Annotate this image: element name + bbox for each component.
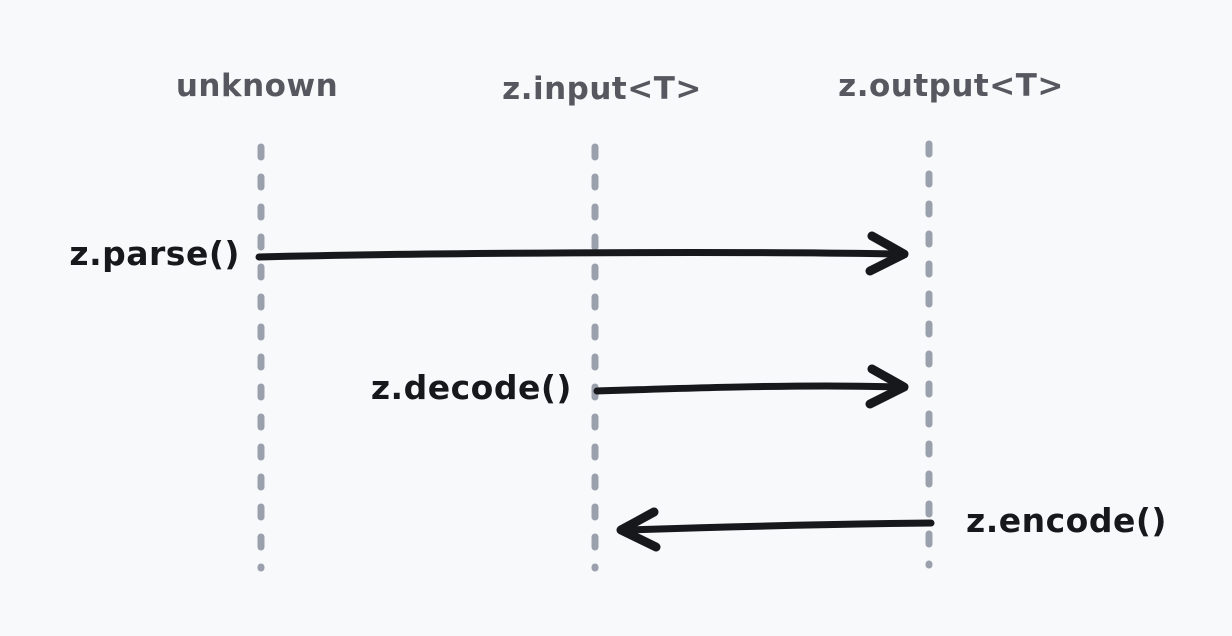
arrow-right-head-icon [865,231,909,276]
arrow-right-head-icon [865,364,909,409]
lifeline-label-z-input: z.input<T> [502,71,702,107]
lifeline-label-z-output: z.output<T> [838,68,1064,104]
arrow-shaft [624,519,935,534]
message-arrow-decode [593,364,909,409]
arrow-left-head-icon [616,507,661,552]
lifeline-label-unknown: unknown [175,68,339,104]
arrow-shaft [593,382,902,395]
message-arrow-encode [616,507,935,552]
message-arrow-parse [255,231,909,276]
arrow-shaft [255,249,902,261]
message-label-parse: z.parse() [69,234,240,273]
message-label-decode: z.decode() [370,368,572,407]
message-label-encode: z.encode() [966,501,1168,540]
